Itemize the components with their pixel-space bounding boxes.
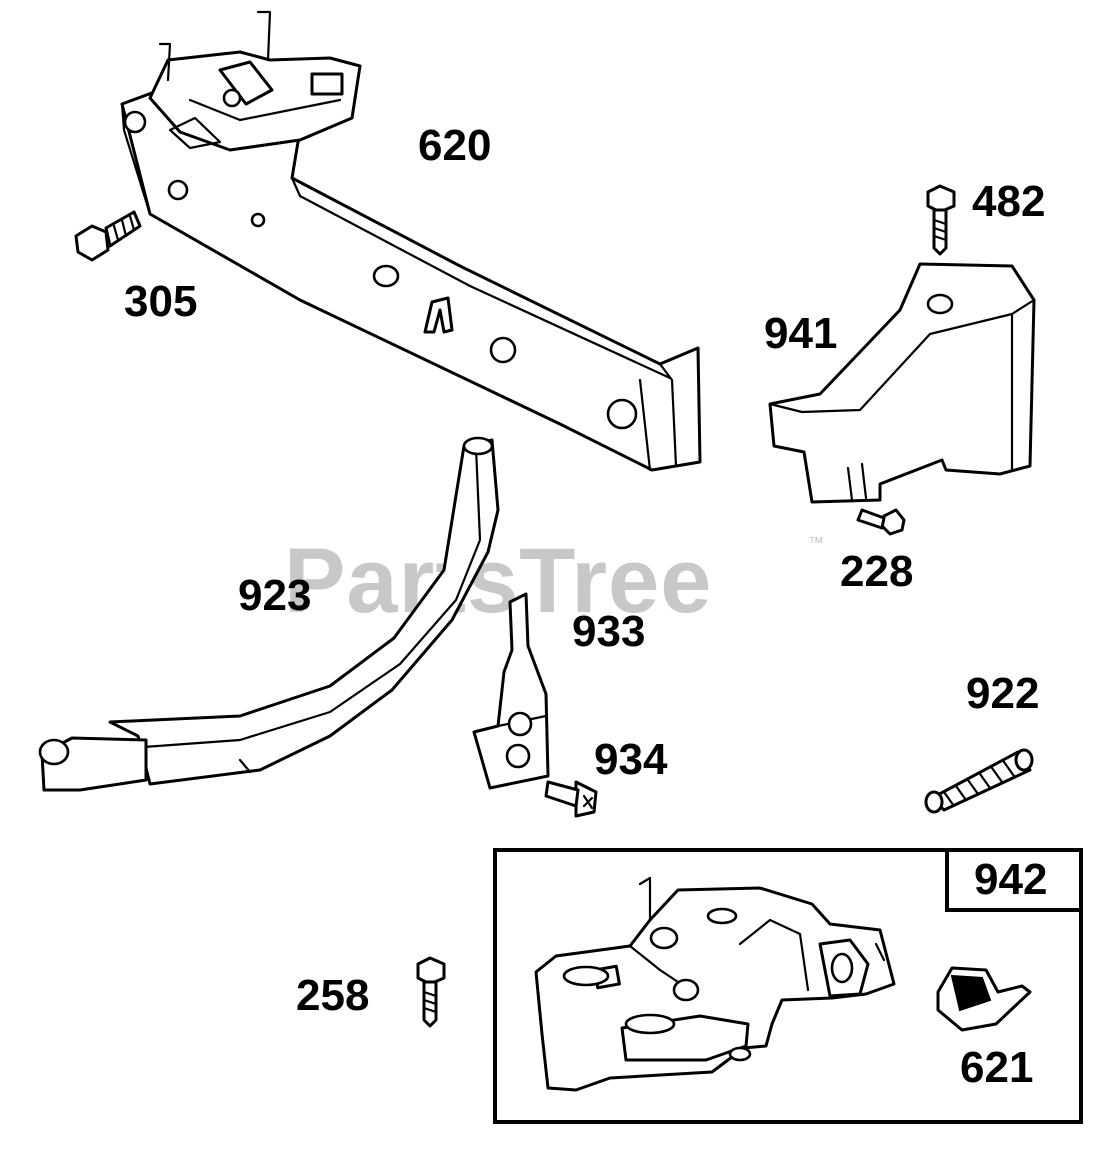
part-labels: 620 305 482 941 228 923 933 934 922 258 … [124, 121, 1047, 1092]
part-923-link[interactable] [38, 436, 500, 792]
watermark: PartsTree ™ [284, 530, 824, 632]
label-482: 482 [972, 177, 1045, 226]
label-941: 941 [764, 309, 837, 358]
watermark-text: PartsTree [284, 530, 712, 632]
part-934-screw[interactable] [544, 780, 598, 818]
label-305: 305 [124, 277, 197, 326]
label-942: 942 [974, 855, 1047, 904]
label-258: 258 [296, 971, 369, 1020]
part-228-bolt[interactable] [856, 508, 906, 536]
kit-942-box [493, 848, 1083, 1124]
part-258-screw[interactable] [416, 956, 446, 1028]
label-923: 923 [238, 571, 311, 620]
part-621-clip[interactable] [936, 966, 1032, 1032]
label-621: 621 [960, 1043, 1033, 1092]
label-922: 922 [966, 669, 1039, 718]
part-942-assembly[interactable] [534, 876, 896, 1092]
label-228: 228 [840, 547, 913, 596]
part-933-bracket[interactable] [472, 592, 550, 790]
part-482-screw[interactable] [926, 184, 956, 256]
label-933: 933 [572, 607, 645, 656]
label-620: 620 [418, 121, 491, 170]
part-941-cover[interactable] [768, 262, 1036, 504]
part-922-spring[interactable] [924, 748, 1034, 814]
watermark-trademark: ™ [808, 535, 824, 552]
label-934: 934 [594, 735, 668, 784]
part-305-bolt[interactable] [74, 210, 142, 262]
part-620-bracket[interactable] [120, 10, 702, 472]
